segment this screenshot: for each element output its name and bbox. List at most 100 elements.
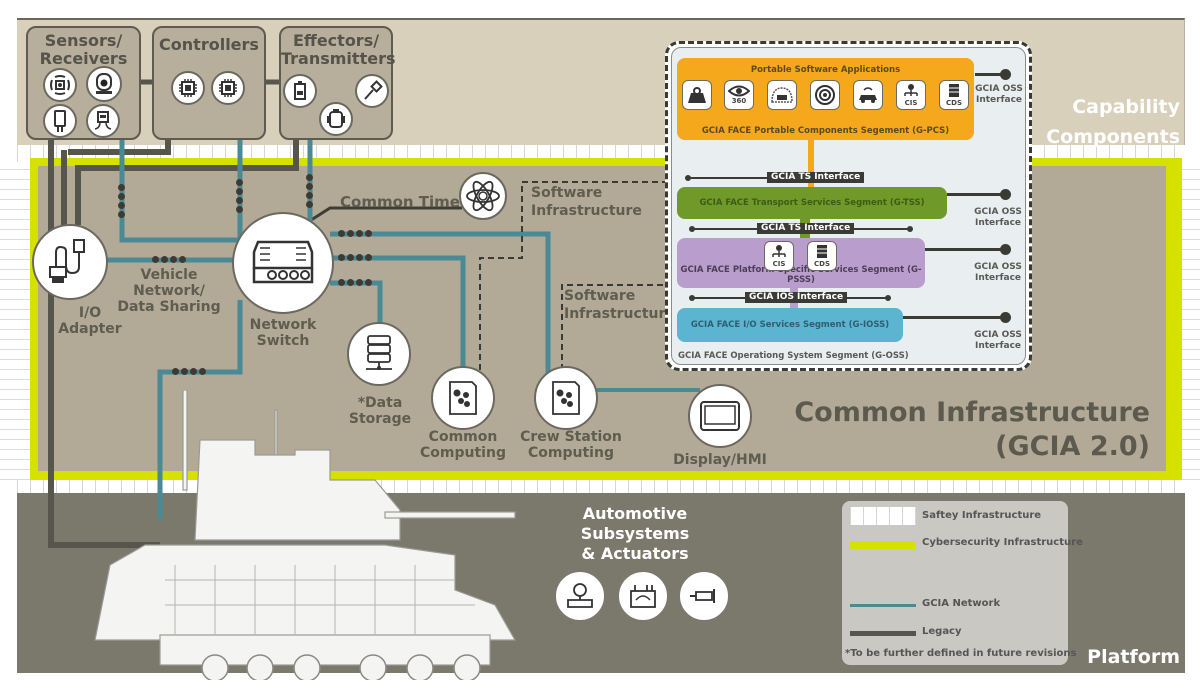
network-switch-line1: Network <box>249 317 317 333</box>
connector-dots <box>172 368 206 375</box>
oss-interface-line <box>947 189 1011 200</box>
network-switch-label: Network Switch <box>238 317 328 349</box>
psss-cds-label: CDS <box>814 260 830 268</box>
io-adapter-line1: I/O <box>78 305 102 321</box>
hierarchy-gear-icon: CIS <box>764 241 794 271</box>
legend-swatch-gcia-network <box>850 604 916 607</box>
software-infra-2-line1: Software <box>564 288 636 304</box>
chip-icon <box>211 71 245 105</box>
server-rack-icon: CDS <box>939 80 969 110</box>
circuit-module-icon <box>86 104 120 138</box>
common-time-label: Common Time <box>340 193 460 211</box>
vehicle-network-line1: Vehicle Network/ <box>133 267 205 299</box>
legend-label-safety: Saftey Infrastructure <box>922 510 1042 521</box>
ioss-label: GCIA FACE I/O Services Segment (G-IOSS) <box>690 320 890 330</box>
data-storage-icon <box>347 322 411 386</box>
pcs-tss-connector <box>808 140 814 188</box>
oss-interface-line <box>925 244 1011 255</box>
road-wheel <box>293 654 321 680</box>
hierarchy-gear-icon: CIS <box>896 80 926 110</box>
crew-station-line1: Crew Station <box>520 429 622 445</box>
connected-car-icon <box>853 80 883 110</box>
turret <box>194 439 401 541</box>
radar-sensor-icon <box>43 68 77 102</box>
actuator-icon <box>680 572 728 620</box>
legend-label-legacy: Legacy <box>922 626 962 637</box>
hull <box>94 544 517 641</box>
road-wheel <box>453 654 481 680</box>
gcia-network-line <box>119 138 238 243</box>
io-adapter-label: I/O Adapter <box>50 305 130 337</box>
crew-station-computing-icon <box>534 366 598 430</box>
pcs-header: Portable Software Applications <box>750 65 901 75</box>
server-rack-icon: CDS <box>807 241 837 271</box>
automotive-line3: & Actuators <box>581 544 689 563</box>
data-storage-line2: Storage <box>348 411 412 427</box>
pcs-footer: GCIA FACE Portable Components Segement (… <box>701 126 950 136</box>
eye-icon: 360 <box>724 80 754 110</box>
road-wheel <box>359 654 387 680</box>
legend-swatch-cybersecurity <box>850 541 916 549</box>
legacy-line <box>75 138 299 225</box>
vehicle-network-line2: Data Sharing <box>117 299 221 315</box>
common-computing-icon <box>431 366 495 430</box>
automotive-subsystems-label: Automotive Subsystems & Actuators <box>565 504 705 564</box>
oss-interface-line2: Interface <box>974 218 1022 228</box>
pressure-gauge-icon <box>556 572 604 620</box>
oss-label: GCIA FACE Operationg System Segment (G-O… <box>678 351 909 361</box>
software-infra-1-line2: Infrastructure <box>531 203 642 219</box>
vehicle-dome-icon <box>767 80 797 110</box>
psss-cis-label: CIS <box>772 260 786 268</box>
connector-dots <box>338 230 372 237</box>
common-computing-label: Common Computing <box>413 429 513 461</box>
legend-swatch-safety <box>850 507 916 525</box>
automotive-line1: Automotive <box>582 504 688 523</box>
gcia-network-line <box>330 231 551 378</box>
vehicle-network-label: Vehicle Network/ Data Sharing <box>104 267 234 315</box>
oss-interface-line1: GCIA OSS <box>974 330 1022 340</box>
safety-infrastructure-right <box>1180 160 1200 485</box>
network-switch-icon <box>232 212 334 314</box>
hammer-icon <box>355 74 389 108</box>
gcia-network-line <box>330 280 383 330</box>
display-hmi-icon <box>688 384 752 448</box>
oss-interface-line1: GCIA OSS <box>975 84 1023 94</box>
app-360-label: 360 <box>731 97 747 105</box>
legend <box>842 501 1068 665</box>
tss-label: GCIA FACE Transport Services Segment (G-… <box>699 198 925 208</box>
legend-footnote: *To be further defined in future revisio… <box>845 648 1077 659</box>
target-icon <box>810 80 840 110</box>
cannon <box>384 511 516 519</box>
common-computing-line2: Computing <box>420 445 506 461</box>
road-wheel <box>406 654 434 680</box>
display-hmi-label: Display/HMI <box>673 452 767 468</box>
app-cis-label: CIS <box>904 99 918 107</box>
oss-interface-line <box>975 69 1011 80</box>
road-wheel <box>246 654 274 680</box>
sensors-title-line1: Sensors/ <box>44 31 123 50</box>
network-switch-line2: Switch <box>256 333 310 349</box>
capability-label-line2: Components <box>1046 126 1180 148</box>
psss-segment: GCIA FACE Platform-Specific Services Seg… <box>677 238 925 288</box>
connector-dots <box>236 179 243 213</box>
oss-interface-line1: GCIA OSS <box>974 262 1022 272</box>
common-infrastructure-title: Common Infrastructure (GCIA 2.0) <box>794 396 1150 464</box>
crew-station-label: Crew Station Computing <box>516 429 626 461</box>
tss-segment: GCIA FACE Transport Services Segment (G-… <box>677 187 947 219</box>
data-storage-label: *Data Storage <box>340 395 420 427</box>
capability-components-label: Capability Components <box>1046 92 1180 152</box>
legend-label-gcia-network: GCIA Network <box>922 598 1001 609</box>
battery-meter-icon <box>619 572 667 620</box>
common-computing-line1: Common <box>428 429 498 445</box>
road-wheel <box>201 654 229 680</box>
motor-icon <box>319 102 353 136</box>
common-time-line <box>307 206 462 224</box>
oss-interface-line2: Interface <box>975 95 1023 105</box>
common-infra-title-line1: Common Infrastructure <box>794 397 1150 428</box>
controllers-title: Controllers <box>159 35 259 54</box>
ts-interface-tag-1: GCIA TS Interface <box>767 172 865 183</box>
oss-interface-line1: GCIA OSS <box>974 207 1022 217</box>
software-infra-2-line2: Infrastructure <box>564 306 675 322</box>
